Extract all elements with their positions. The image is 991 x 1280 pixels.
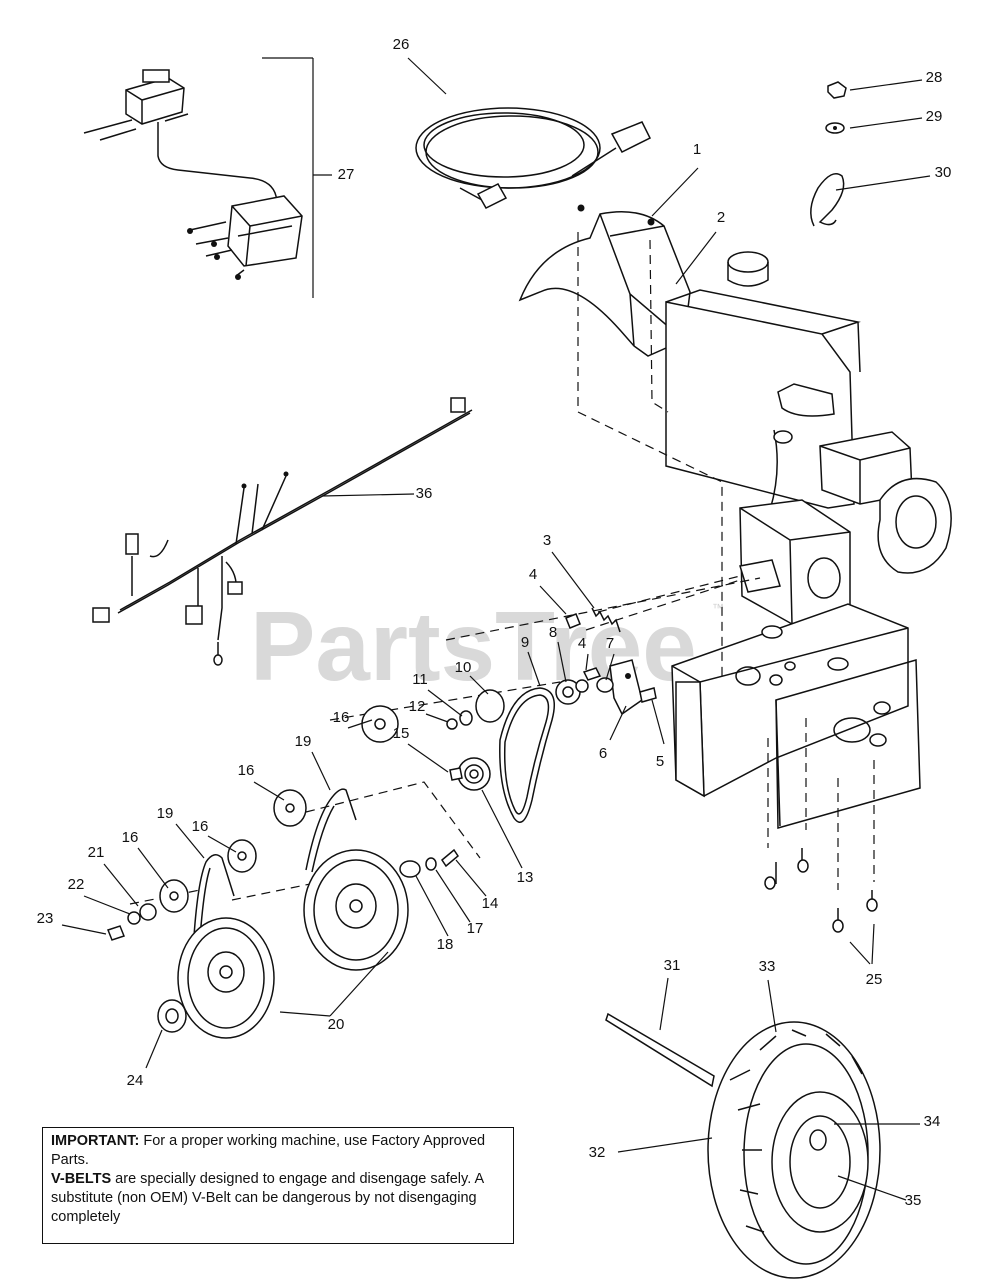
callout-label-15: 15 bbox=[393, 725, 410, 742]
callout-label-27: 27 bbox=[338, 166, 355, 183]
callout-label-36: 36 bbox=[416, 485, 433, 502]
callout-label-13: 13 bbox=[517, 869, 534, 886]
callout-label-6: 6 bbox=[599, 745, 607, 762]
callout-label-17: 17 bbox=[467, 920, 484, 937]
callout-label-35: 35 bbox=[905, 1192, 922, 1209]
callout-label-16: 16 bbox=[238, 762, 255, 779]
notice-vbelts-text: are specially designed to engage and dis… bbox=[51, 1171, 484, 1225]
callout-label-20: 20 bbox=[328, 1016, 345, 1033]
callout-label-28: 28 bbox=[926, 69, 943, 86]
callout-label-26: 26 bbox=[393, 36, 410, 53]
callout-leader-lines bbox=[61, 57, 931, 1201]
parts-28-29-30-hardware bbox=[810, 81, 847, 227]
callout-label-11: 11 bbox=[412, 671, 428, 688]
callout-label-16: 16 bbox=[333, 709, 350, 726]
callout-label-5: 5 bbox=[656, 753, 664, 770]
callout-label-1: 1 bbox=[693, 141, 701, 158]
notice-vbelts-heading: V-BELTS bbox=[51, 1171, 112, 1187]
callout-label-19: 19 bbox=[295, 733, 312, 750]
callout-label-7: 7 bbox=[606, 635, 614, 652]
callout-label-29: 29 bbox=[926, 108, 943, 125]
callout-label-16: 16 bbox=[122, 829, 139, 846]
callout-label-16: 16 bbox=[192, 818, 209, 835]
callout-label-8: 8 bbox=[549, 624, 557, 641]
callout-label-10: 10 bbox=[455, 659, 472, 676]
callout-label-12: 12 bbox=[409, 698, 426, 715]
callout-label-32: 32 bbox=[589, 1144, 606, 1161]
callout-label-18: 18 bbox=[437, 936, 454, 953]
callout-labels: 1234456789101112131415161616161718191920… bbox=[37, 36, 952, 1209]
watermark-trademark: ™ bbox=[712, 601, 724, 615]
part-2-belt-cover bbox=[518, 204, 691, 357]
wheel-and-axle-assembly bbox=[605, 1012, 881, 1279]
pulley-and-belt-assembly bbox=[107, 607, 657, 1039]
engine-and-frame-assembly bbox=[665, 251, 952, 933]
callout-label-22: 22 bbox=[68, 876, 85, 893]
part-36-wire-harness bbox=[92, 397, 473, 666]
callout-label-23: 23 bbox=[37, 910, 54, 927]
callout-label-24: 24 bbox=[127, 1072, 144, 1089]
notice-important-text: For a proper working machine, use Factor… bbox=[51, 1133, 486, 1168]
callout-label-21: 21 bbox=[88, 844, 105, 861]
notice-important-heading: IMPORTANT: bbox=[51, 1133, 140, 1149]
part-27-electric-starter bbox=[83, 57, 332, 298]
callout-label-30: 30 bbox=[935, 164, 952, 181]
callout-label-19: 19 bbox=[157, 805, 174, 822]
part-26-extension-cord bbox=[415, 107, 652, 209]
callout-label-33: 33 bbox=[759, 958, 776, 975]
callout-label-3: 3 bbox=[543, 532, 551, 549]
callout-label-4: 4 bbox=[578, 635, 586, 652]
callout-label-9: 9 bbox=[521, 634, 529, 651]
callout-label-2: 2 bbox=[717, 209, 725, 226]
callout-label-34: 34 bbox=[924, 1113, 941, 1130]
callout-label-25: 25 bbox=[866, 971, 883, 988]
callout-label-4: 4 bbox=[529, 566, 537, 583]
callout-label-14: 14 bbox=[482, 895, 499, 912]
important-notice-box: IMPORTANT: For a proper working machine,… bbox=[42, 1127, 514, 1244]
callout-label-31: 31 bbox=[664, 957, 681, 974]
